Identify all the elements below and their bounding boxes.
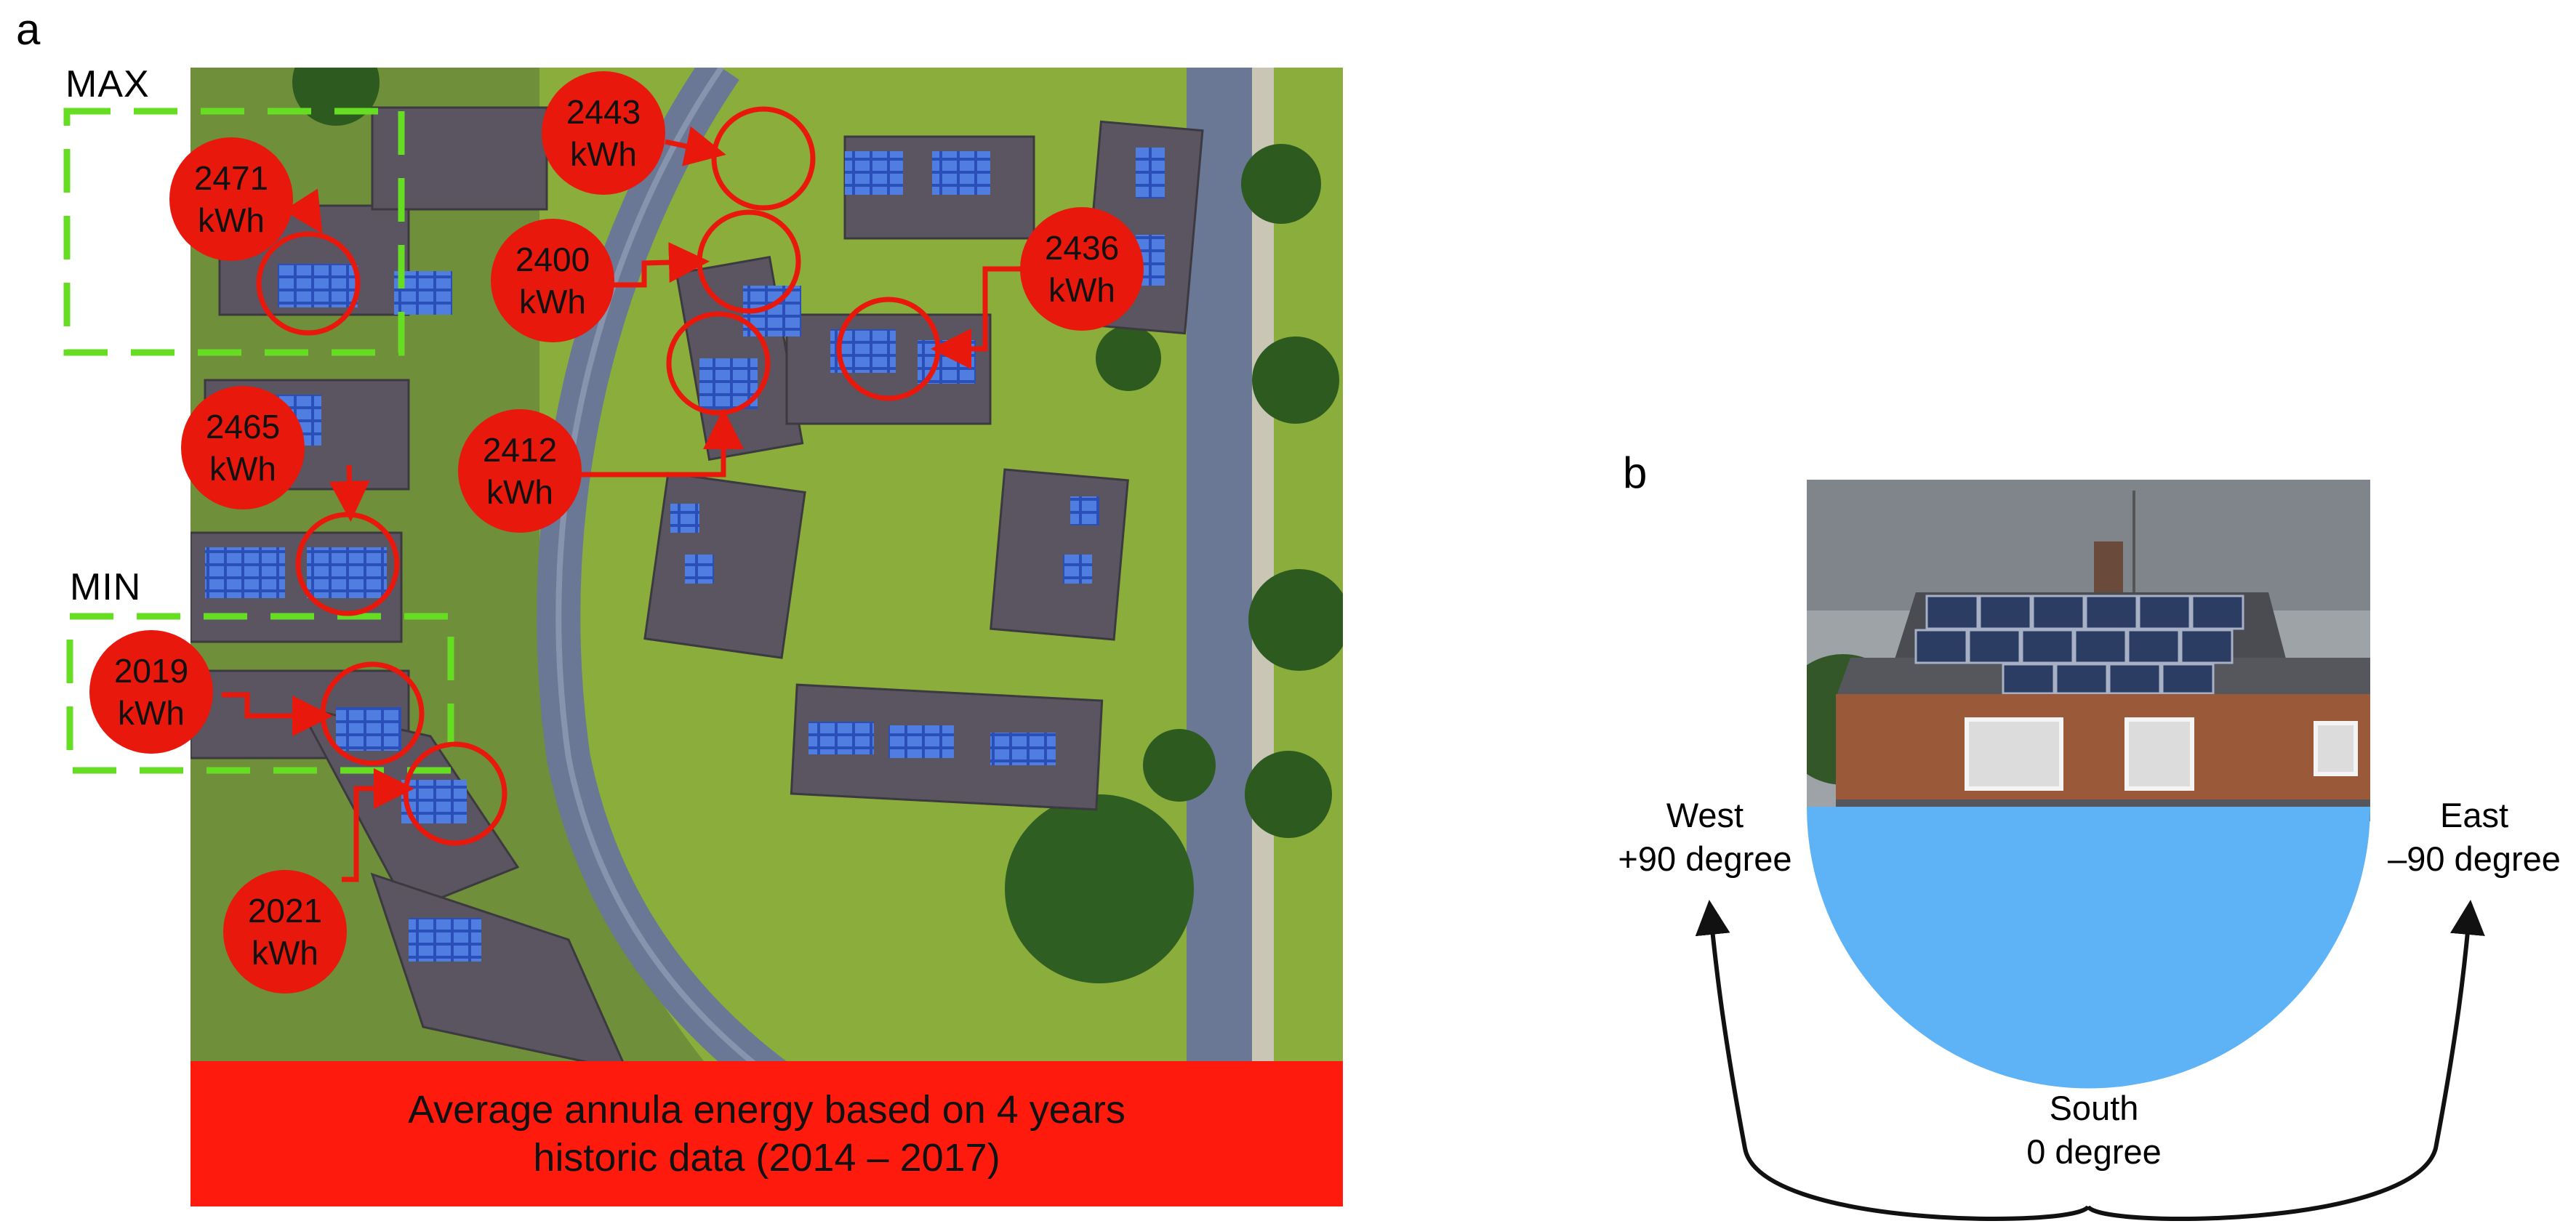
reading-value: 2019 — [113, 652, 189, 690]
max-label: MAX — [65, 63, 150, 105]
target-circle-2019 — [320, 661, 425, 766]
reading-unit: kWh — [252, 934, 318, 972]
target-circle-2465 — [295, 512, 400, 616]
reading-value: 2400 — [515, 241, 590, 278]
min-label: MIN — [70, 566, 142, 608]
reading-bubble-2021: 2021 kWh — [223, 870, 347, 994]
arrow-2400 — [603, 242, 710, 288]
arrow-2465 — [329, 464, 370, 522]
max-highlight-box — [63, 108, 405, 356]
reading-value: 2021 — [247, 892, 323, 930]
reading-unit: kWh — [1048, 271, 1115, 309]
reading-bubble-2436: 2436 kWh — [1020, 207, 1144, 331]
reading-value: 2471 — [193, 159, 269, 197]
south-angle: 0 degree — [2026, 1132, 2162, 1171]
target-circle-2412 — [666, 311, 771, 416]
target-circle-2471 — [256, 231, 361, 336]
west-label: West +90 degree — [1589, 794, 1821, 881]
arrow-2436 — [931, 266, 1032, 369]
caption-line-2: historic data (2014 – 2017) — [533, 1136, 1000, 1180]
panel-b-label: b — [1623, 448, 1648, 497]
azimuth-semicircle — [1807, 807, 2370, 1089]
reading-bubble-2465: 2465 kWh — [181, 386, 305, 509]
target-circle-2443 — [711, 106, 816, 211]
reading-bubble-2412: 2412 kWh — [458, 409, 582, 533]
reading-value: 2465 — [205, 408, 281, 446]
reading-value: 2436 — [1044, 229, 1120, 267]
reading-unit: kWh — [209, 450, 276, 488]
east-arrow — [2086, 900, 2485, 1222]
reading-bubble-2400: 2400 kWh — [491, 219, 614, 342]
reading-unit: kWh — [118, 694, 185, 732]
east-label: East –90 degree — [2372, 794, 2576, 881]
target-circle-2400 — [697, 209, 801, 314]
panel-a-label: a — [16, 5, 41, 54]
west-arrow — [1695, 900, 2090, 1222]
reading-bubble-2019: 2019 kWh — [89, 630, 213, 754]
reading-unit: kWh — [486, 473, 553, 511]
reading-bubble-2443: 2443 kWh — [542, 71, 665, 195]
reading-unit: kWh — [570, 135, 637, 173]
house-photo — [1807, 480, 2370, 1089]
arrow-2021 — [342, 768, 414, 882]
arrow-2019 — [222, 692, 333, 736]
east-angle: –90 degree — [2388, 839, 2561, 878]
south-name: South — [2049, 1089, 2139, 1127]
target-circle-2021 — [403, 741, 507, 846]
reading-bubble-2471: 2471 kWh — [169, 137, 293, 261]
east-name: East — [2439, 796, 2509, 834]
reading-value: 2412 — [482, 431, 558, 469]
reading-unit: kWh — [198, 201, 265, 239]
arrow-2412 — [563, 408, 744, 478]
arrow-2471 — [283, 188, 323, 234]
arrow-2443 — [665, 126, 726, 166]
reading-unit: kWh — [519, 283, 586, 321]
south-label: South 0 degree — [1978, 1087, 2210, 1174]
west-angle: +90 degree — [1618, 839, 1792, 878]
reading-value: 2443 — [566, 93, 641, 131]
west-name: West — [1666, 796, 1744, 834]
caption-line-1: Average annula energy based on 4 years — [408, 1088, 1126, 1132]
caption-bar: Average annula energy based on 4 years h… — [190, 1061, 1343, 1206]
target-circle-2436 — [836, 297, 941, 401]
